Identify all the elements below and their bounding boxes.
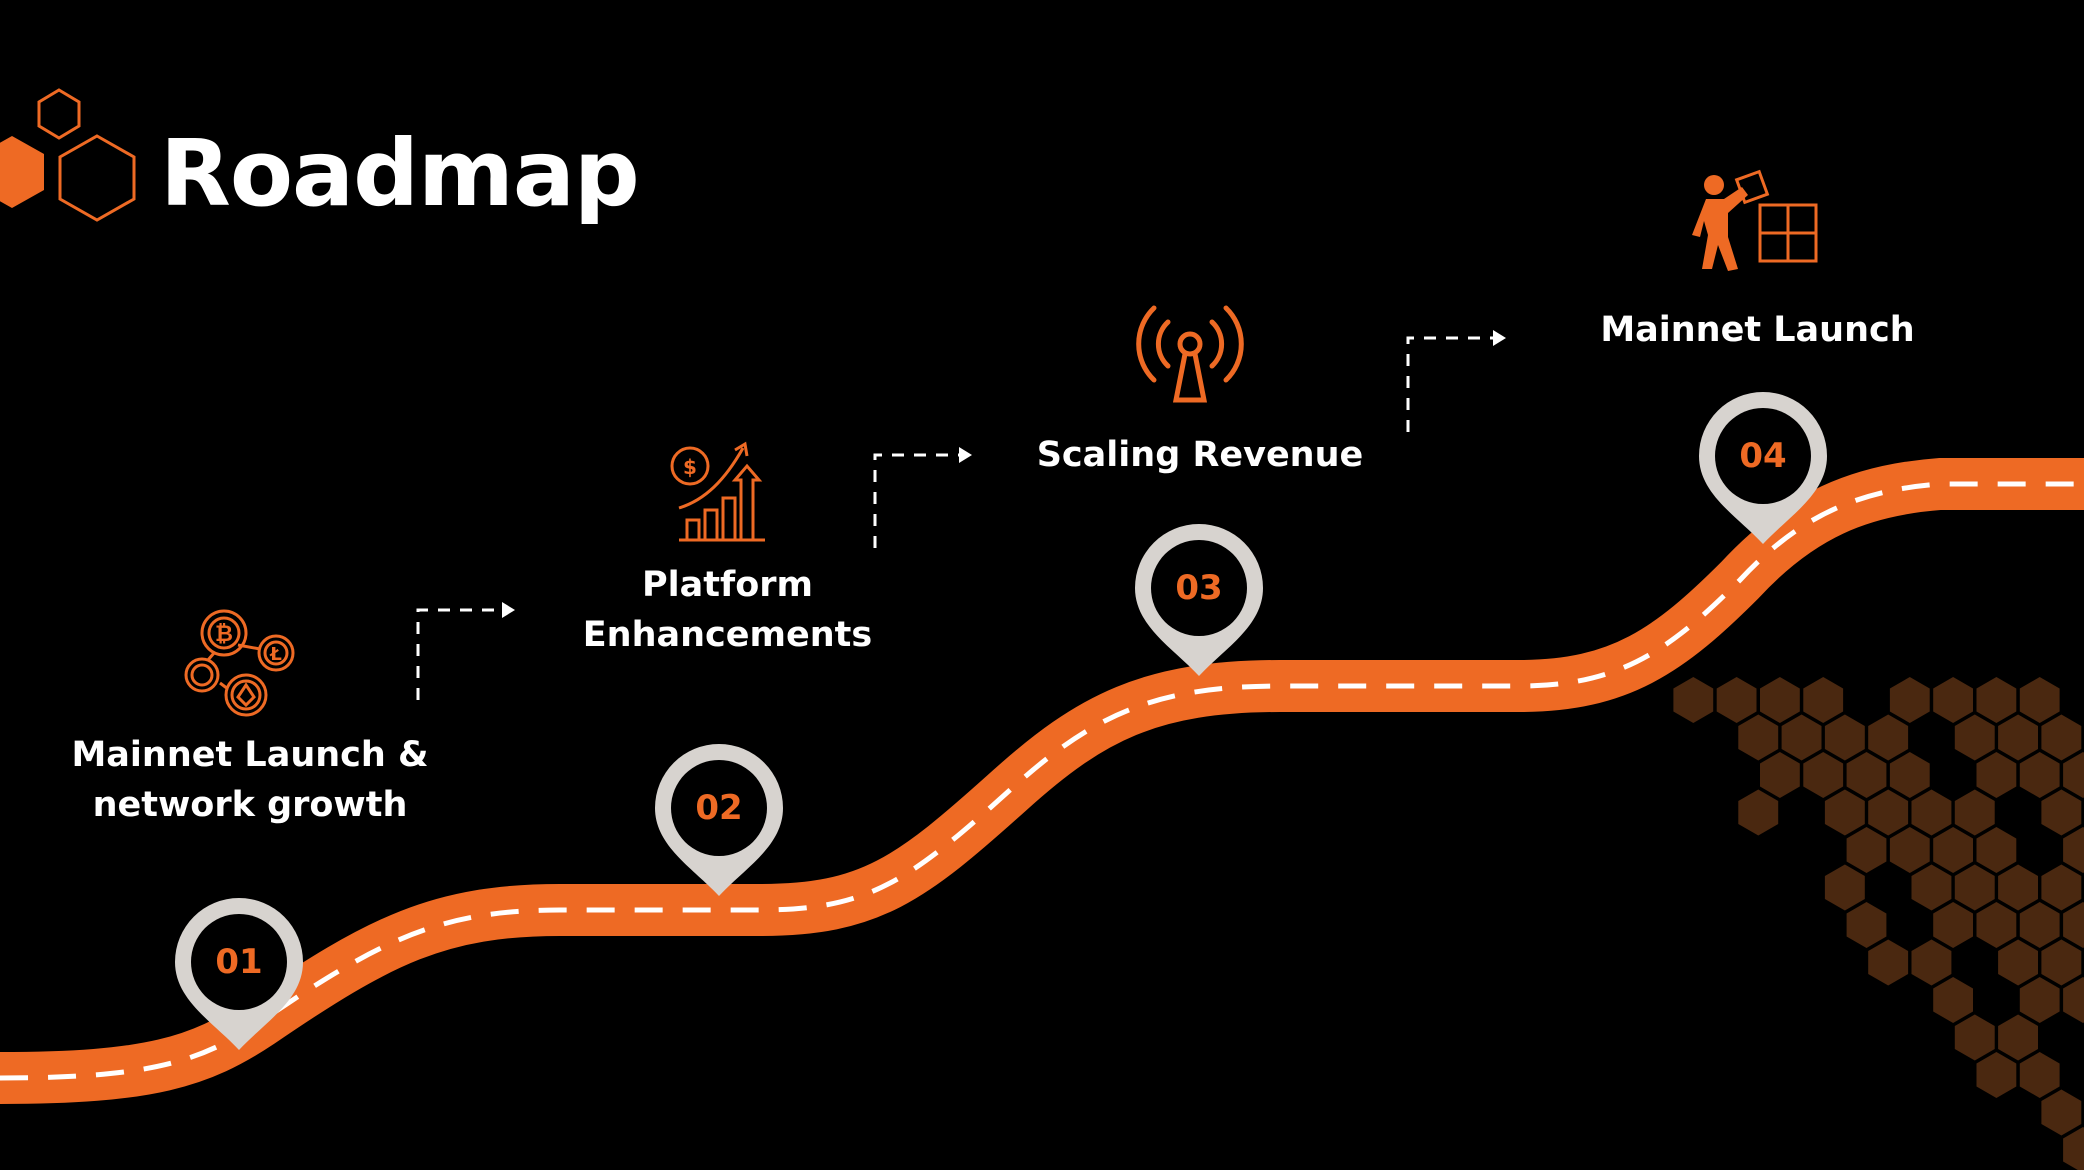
decorative-hexagon — [1976, 677, 2017, 723]
decorative-hexagon — [2063, 827, 2084, 873]
decorative-hexagon — [1846, 827, 1887, 873]
decorative-hexagon — [1846, 752, 1887, 798]
milestone-03-label: Scaling Revenue — [1020, 430, 1380, 480]
decorative-hexagon — [2041, 939, 2082, 986]
milestone-01-label-line-1: Mainnet Launch & — [71, 735, 429, 775]
decorative-hexagon — [2019, 977, 2060, 1023]
svg-text:$: $ — [683, 455, 697, 479]
decorative-hexagon — [2063, 977, 2084, 1023]
decorative-hexagon — [1976, 827, 2017, 873]
decorative-hexagon — [1954, 789, 1995, 836]
decorative-hexagon — [1976, 752, 2017, 798]
svg-text:₿: ₿ — [215, 622, 233, 647]
decorative-hexagon — [1976, 902, 2017, 948]
decorative-hexagon — [1954, 1014, 1995, 1061]
milestone-03-label-line-1: Scaling Revenue — [1036, 435, 1364, 475]
decorative-hexagon — [1803, 677, 1844, 723]
milestone-01-label-line-2: network growth — [92, 785, 408, 825]
decorative-hexagon — [2063, 902, 2084, 948]
decorative-hexagon — [2041, 789, 2082, 836]
decorative-hexagon — [1998, 1014, 2038, 1061]
decorative-hexagon — [1868, 939, 1909, 986]
milestone-02-label: Platform Enhancements — [555, 560, 900, 660]
milestone-01-label: Mainnet Launch & network growth — [55, 730, 445, 830]
decorative-hexagon — [2019, 752, 2060, 798]
page-title: Roadmap — [160, 120, 640, 227]
decorative-hexagon — [1933, 677, 1973, 723]
decorative-hexagon — [1933, 827, 1973, 873]
decorative-hexagon — [1911, 789, 1952, 836]
milestone-04-number: 04 — [1739, 436, 1787, 476]
decorative-hexagon — [1998, 714, 2038, 761]
decorative-hexagon — [1998, 864, 2038, 911]
decorative-hexagon — [2063, 1127, 2084, 1170]
person-puzzle-icon — [1692, 169, 1818, 271]
decorative-hexagon — [1889, 752, 1930, 798]
milestone-02-number: 02 — [695, 788, 743, 828]
decorative-hexagon — [1933, 977, 1973, 1023]
decorative-hexagon — [1673, 677, 1714, 723]
decorative-hexagon — [2019, 902, 2060, 948]
decorative-hexagon — [2041, 714, 2082, 761]
decorative-hexagon — [1824, 864, 1865, 911]
decorative-hexagon — [2019, 677, 2060, 723]
decorative-hexagon — [1976, 1052, 2017, 1098]
milestone-02-label-line-2: Enhancements — [582, 615, 873, 655]
decorative-hexagon — [1803, 752, 1844, 798]
milestone-04-label-line-1: Mainnet Launch — [1600, 310, 1915, 350]
decorative-hexagon — [1954, 714, 1995, 761]
decorative-hexagon — [1998, 939, 2038, 986]
decorative-hexagon — [2041, 1089, 2082, 1136]
broadcast-antenna-icon — [1136, 305, 1244, 403]
decorative-hexagon — [2063, 752, 2084, 798]
decorative-hexagon — [1738, 789, 1779, 836]
road-center-line — [0, 481, 2084, 1081]
revenue-growth-chart-icon: $ — [670, 441, 765, 542]
decorative-hexagon — [1889, 827, 1930, 873]
milestone-01-number: 01 — [215, 942, 263, 982]
decorative-hexagon — [1716, 677, 1757, 723]
decorative-hexagon — [1889, 677, 1930, 723]
decorative-hexagon — [1868, 714, 1909, 761]
decorative-hexagon — [2019, 1052, 2060, 1098]
decorative-hexagon — [1846, 902, 1887, 948]
decorative-hexagon — [2041, 864, 2082, 911]
logo-hexagons-icon — [0, 88, 136, 222]
crypto-coins-icon: ₿ Ł — [184, 609, 295, 717]
decorative-hexagon — [1824, 714, 1865, 761]
decorative-hexagon — [1868, 789, 1909, 836]
decorative-hexagon — [1781, 714, 1822, 761]
decorative-hexagon — [1911, 939, 1952, 986]
milestone-04-label: Mainnet Launch — [1580, 305, 1935, 355]
svg-text:Ł: Ł — [269, 644, 282, 665]
decorative-hexagon — [1738, 714, 1779, 761]
milestone-03-number: 03 — [1175, 568, 1223, 608]
decorative-hexagon — [1824, 789, 1865, 836]
decorative-hexagon — [1954, 864, 1995, 911]
decorative-hexagon — [1911, 864, 1952, 911]
decorative-hexagon — [1760, 677, 1800, 723]
decorative-hexagon — [1760, 752, 1800, 798]
milestone-02-label-line-1: Platform — [641, 565, 813, 605]
decorative-hexagon — [1933, 902, 1973, 948]
